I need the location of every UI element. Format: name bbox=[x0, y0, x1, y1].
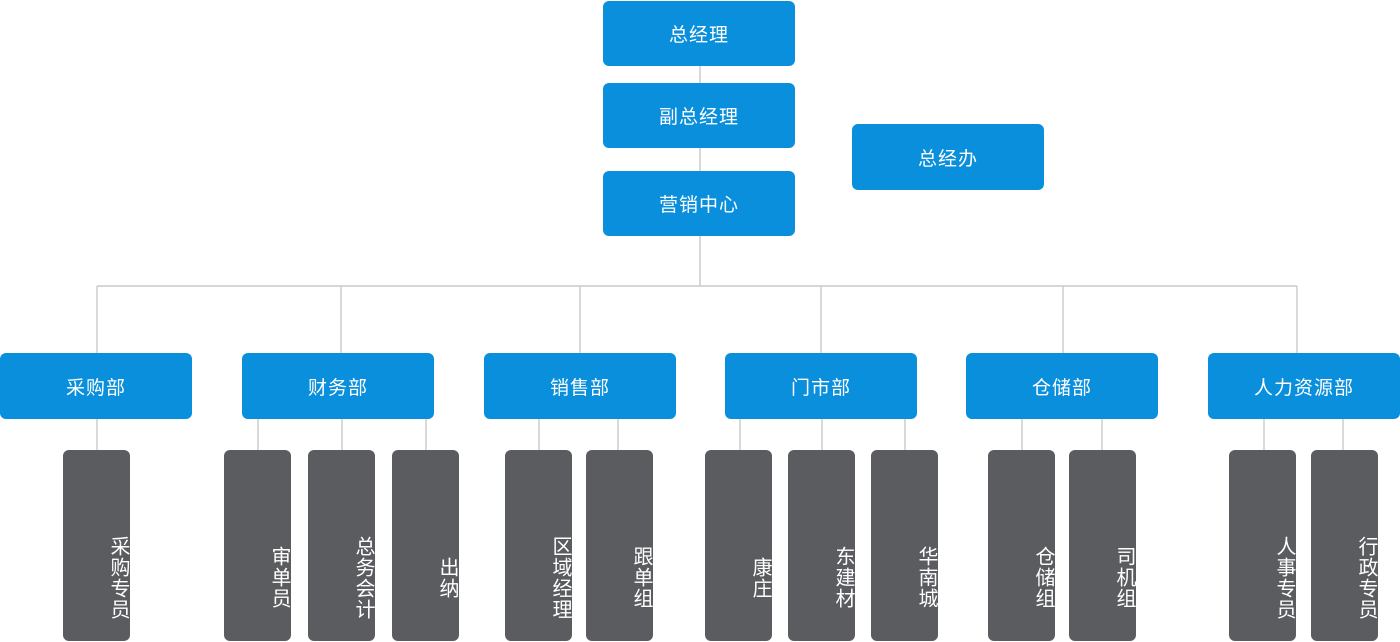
node-dept-storefront[interactable]: 门市部 bbox=[725, 353, 917, 419]
node-staff-order-reviewer[interactable]: 审单员 bbox=[224, 450, 292, 641]
node-dept-purchasing[interactable]: 采购部 bbox=[0, 353, 192, 419]
node-dept-hr[interactable]: 人力资源部 bbox=[1208, 353, 1400, 419]
node-staff-dongjiancai[interactable]: 东建材 bbox=[788, 450, 856, 641]
node-staff-admin-specialist[interactable]: 行政专员 bbox=[1311, 450, 1379, 641]
node-staff-general-accountant[interactable]: 总务会计 bbox=[308, 450, 376, 641]
node-staff-storage-team[interactable]: 仓储组 bbox=[988, 450, 1056, 641]
node-staff-order-follow-up[interactable]: 跟单组 bbox=[586, 450, 654, 641]
node-staff-purchasing-specialist[interactable]: 采购专员 bbox=[63, 450, 131, 641]
node-deputy-manager[interactable]: 副总经理 bbox=[603, 83, 795, 148]
node-gm-office[interactable]: 总经办 bbox=[852, 124, 1044, 190]
node-dept-warehouse[interactable]: 仓储部 bbox=[966, 353, 1158, 419]
node-staff-huanancheng[interactable]: 华南城 bbox=[871, 450, 939, 641]
node-staff-driver-team[interactable]: 司机组 bbox=[1069, 450, 1137, 641]
node-dept-finance[interactable]: 财务部 bbox=[242, 353, 434, 419]
node-general-manager[interactable]: 总经理 bbox=[603, 1, 795, 66]
node-staff-kangzhuang[interactable]: 康庄 bbox=[705, 450, 773, 641]
node-staff-regional-manager[interactable]: 区域经理 bbox=[505, 450, 573, 641]
node-staff-hr-specialist[interactable]: 人事专员 bbox=[1229, 450, 1297, 641]
node-dept-sales[interactable]: 销售部 bbox=[484, 353, 676, 419]
node-staff-cashier[interactable]: 出纳 bbox=[392, 450, 460, 641]
node-marketing-center[interactable]: 营销中心 bbox=[603, 171, 795, 236]
